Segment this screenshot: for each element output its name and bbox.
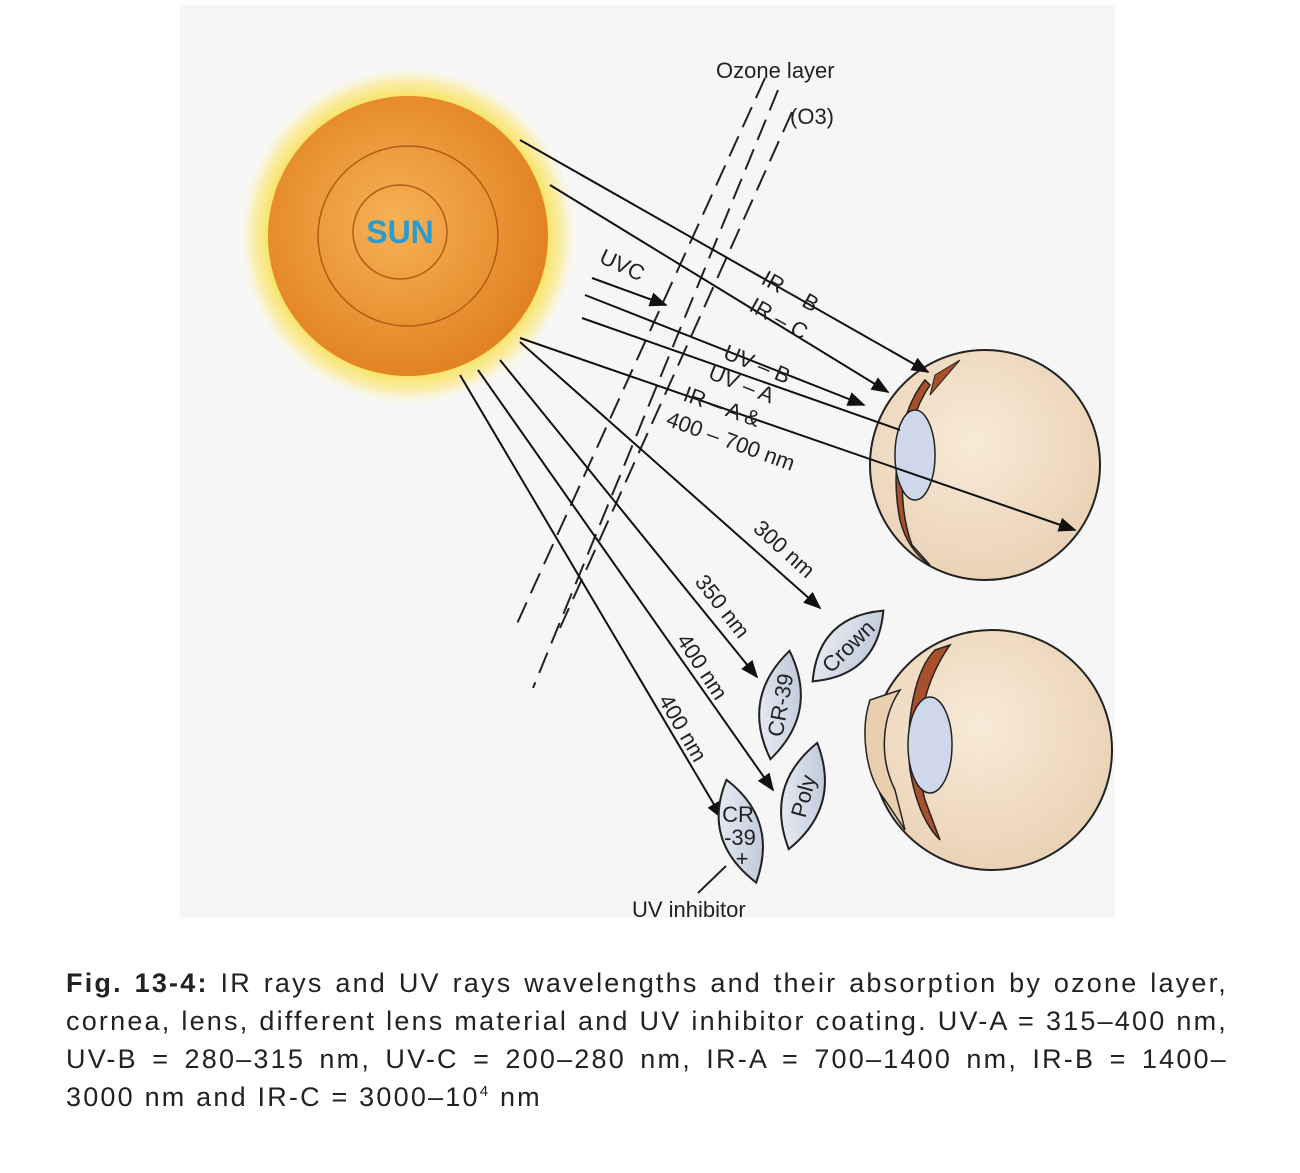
ray-400nm-uv	[459, 374, 723, 820]
ozone-layer	[514, 77, 793, 689]
caption-exponent: 4	[479, 1083, 491, 1100]
ray-uvc	[591, 277, 668, 307]
ray-ir-c	[549, 184, 890, 393]
lens-label-39: -39	[724, 825, 756, 850]
ozone-formula: (O3)	[790, 104, 834, 129]
uv-inhibitor-pointer	[697, 865, 727, 894]
sun-label: SUN	[366, 214, 434, 250]
diagram: SUN Ozone layer (O3) IR – B IR – C UVC U…	[236, 58, 1113, 922]
caption-text: IR rays and UV rays wavelengths and thei…	[66, 968, 1228, 1112]
ray-400nm-poly	[477, 369, 775, 792]
lens-cr39-uv: CR -39 +	[717, 778, 764, 885]
uv-inhibitor-label: UV inhibitor	[632, 897, 746, 922]
sun: SUN	[236, 64, 580, 408]
eye-top	[869, 349, 1101, 581]
lens-poly: Poly	[780, 741, 826, 851]
ray-uv-b	[584, 294, 866, 406]
figure-caption: Fig. 13-4: IR rays and UV rays wavelengt…	[66, 964, 1228, 1116]
rays	[459, 139, 1077, 820]
lens-label-plus: +	[736, 846, 749, 871]
ozone-label: Ozone layer	[716, 58, 835, 83]
eye-bottom	[864, 629, 1113, 871]
ray-ir-b	[519, 139, 930, 373]
ray-uv-a	[581, 317, 901, 431]
lens-cr39: CR-39	[758, 649, 802, 761]
ray-300nm	[519, 341, 822, 610]
caption-fig-label: Fig. 13-4:	[66, 968, 209, 998]
ray-350nm	[499, 359, 759, 679]
lens-label-cr: CR	[722, 802, 754, 827]
caption-unit: nm	[490, 1082, 542, 1112]
ray-ir-a	[519, 337, 1077, 532]
